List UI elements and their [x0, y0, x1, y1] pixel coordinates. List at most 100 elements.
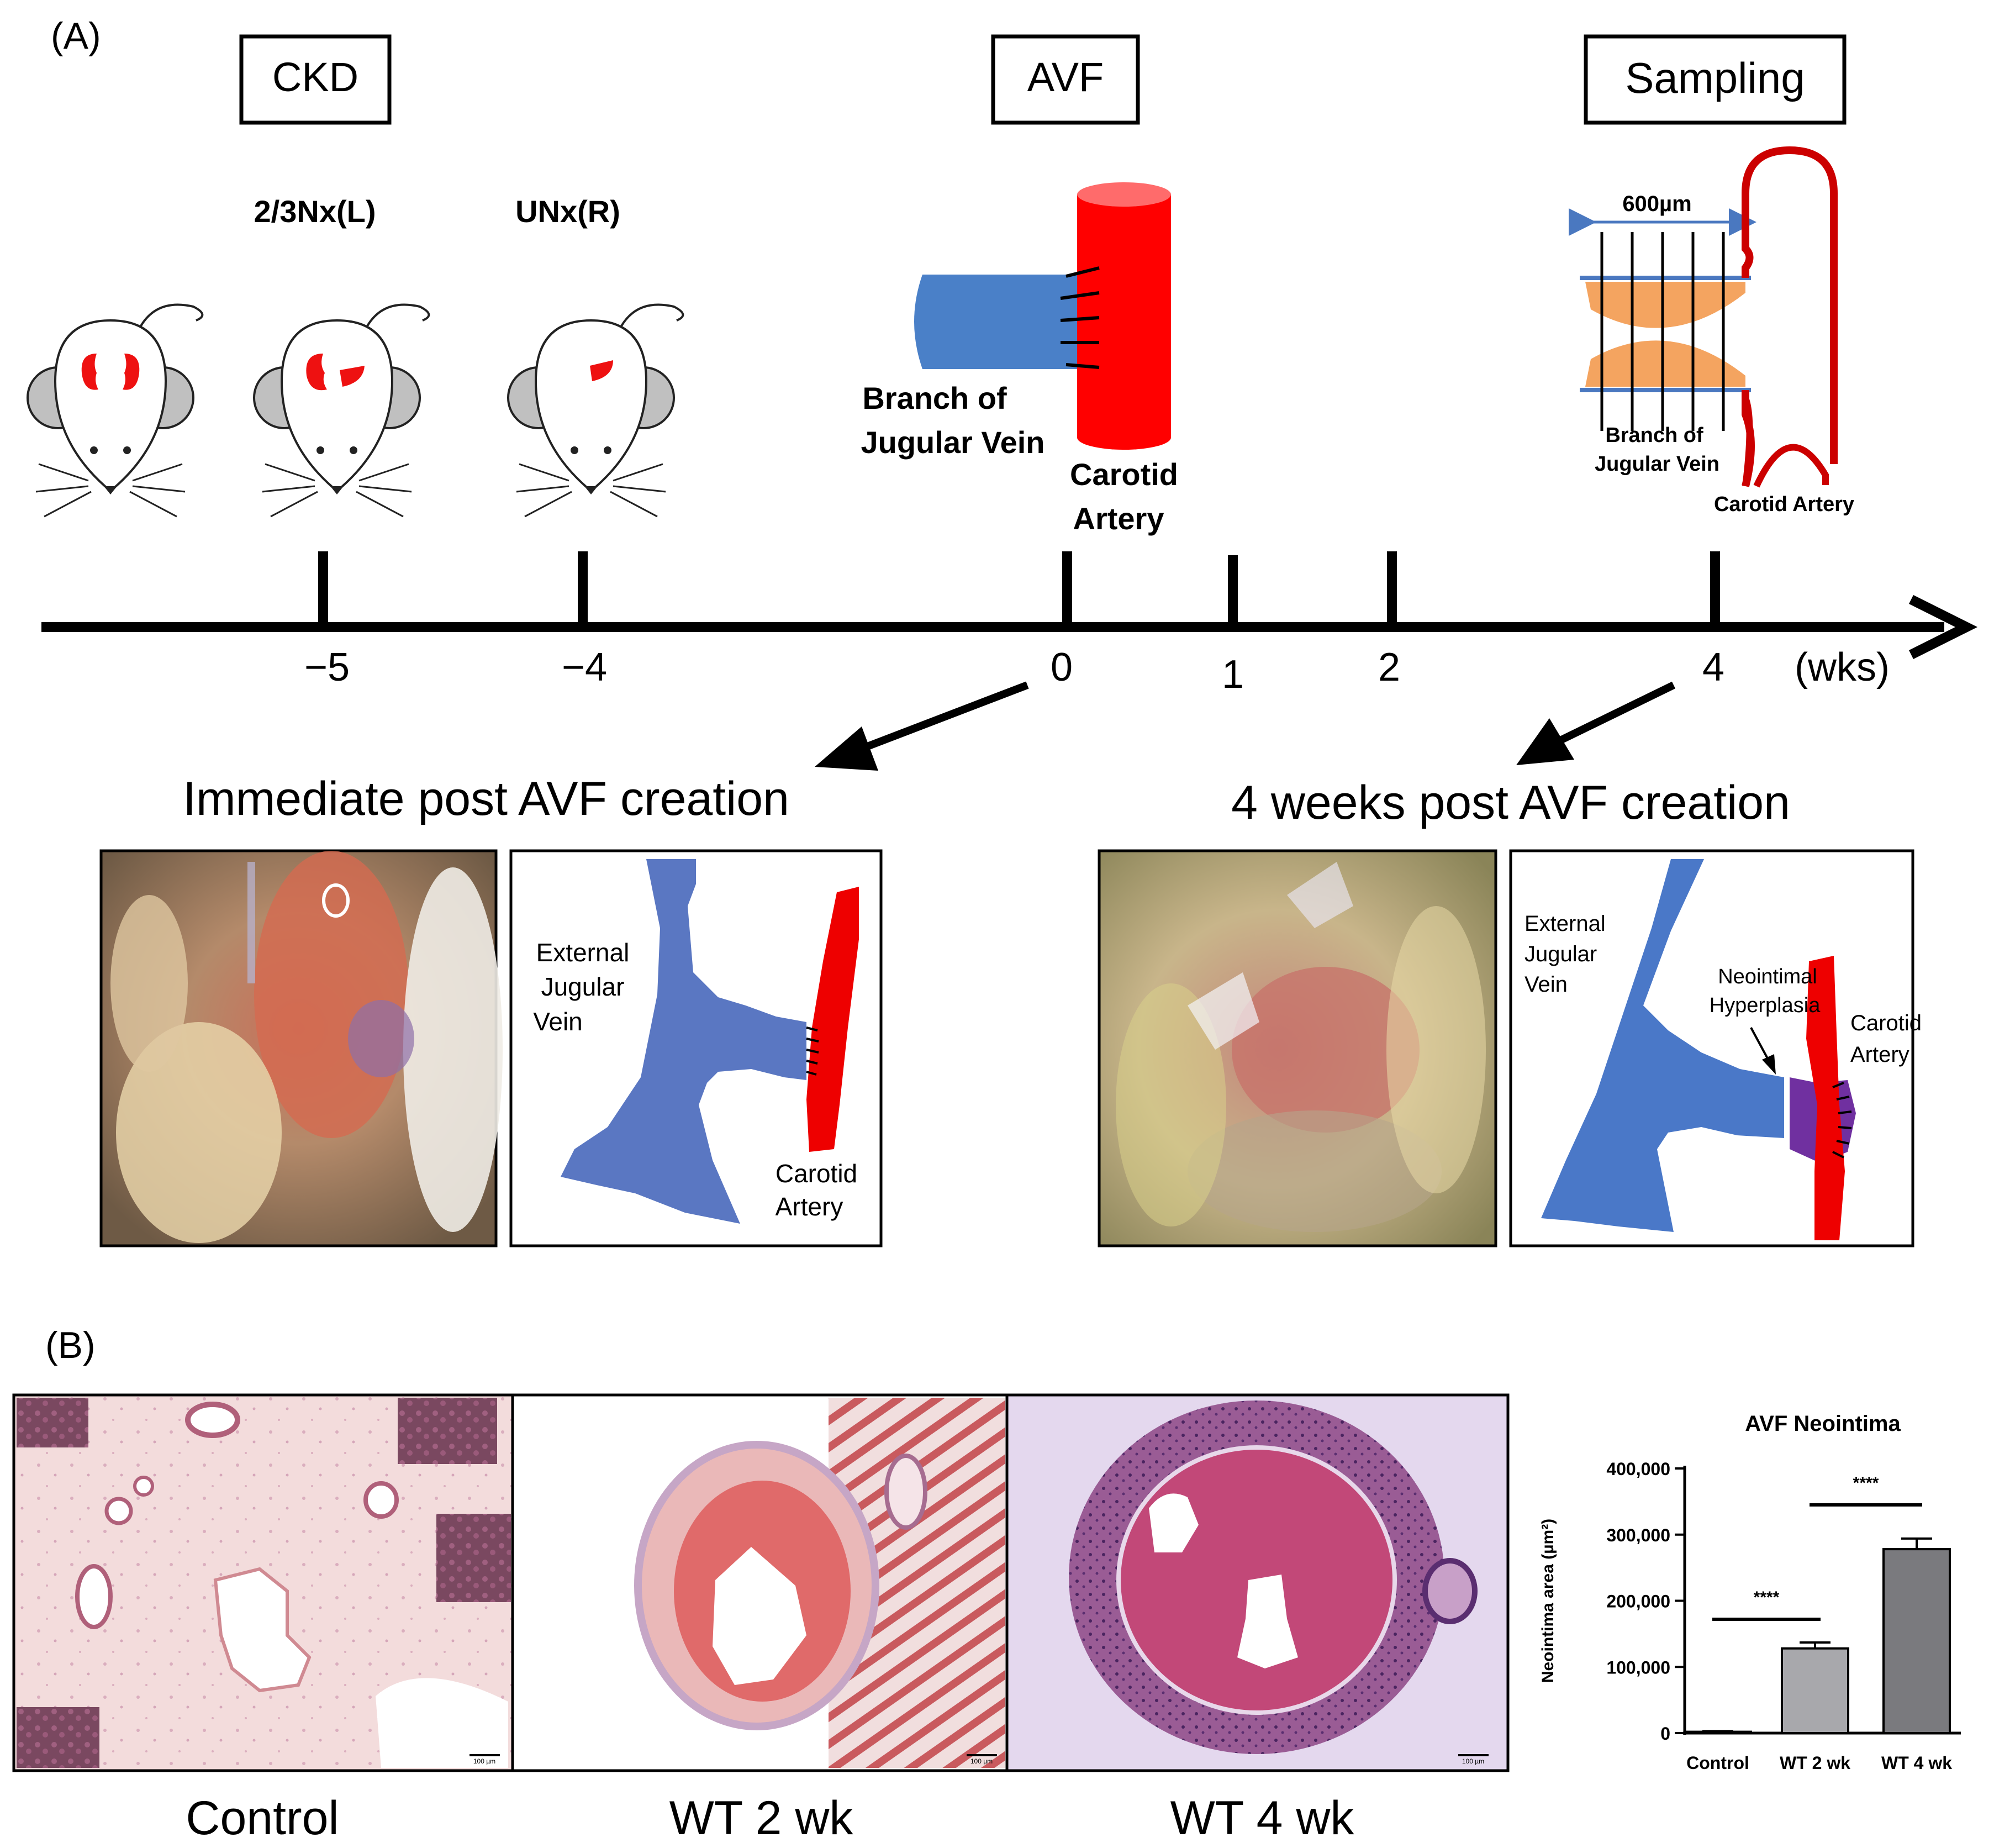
mouse-whisker [358, 485, 412, 493]
timeline-unit: (wks) [1795, 645, 1890, 689]
sampling-artery-label: Carotid Artery [1714, 493, 1854, 516]
bar-wt-4-wk [1882, 1548, 1951, 1734]
kidney-shape [306, 354, 327, 391]
mouse-whisker [44, 491, 92, 518]
mouse-body [280, 319, 394, 490]
ckd-box: CKD [239, 34, 392, 125]
significance-label: **** [1754, 1588, 1780, 1607]
y-tick-label: 400,000 [1606, 1459, 1670, 1479]
tick-minus-5: −5 [304, 645, 350, 689]
chart-title: AVF Neointima [1745, 1412, 1901, 1436]
mouse-nose [330, 486, 344, 494]
ejv-label-1: External [536, 938, 630, 967]
sampling-vein-label-1: Branch of [1605, 424, 1703, 447]
panel-b-label: (B) [45, 1324, 96, 1366]
ejv4-label-2: Jugular [1524, 942, 1597, 966]
pointer-arrow-4-weeks [1516, 681, 1676, 765]
tick-minus-4: −4 [562, 645, 607, 689]
ca-label-2: Artery [776, 1192, 843, 1221]
nx-label: 2/3Nx(L) [254, 194, 376, 229]
mouse-whisker [524, 491, 572, 518]
scale-bar-wt2: 100 µm [970, 1757, 993, 1765]
ejv-label-3: Vein [533, 1007, 583, 1036]
sampling-vein-label-2: Jugular Vein [1595, 452, 1719, 476]
schematic-immediate: External Jugular Vein Carotid Artery [509, 849, 883, 1247]
avf-artery-label-1: Carotid [1070, 457, 1178, 492]
mouse-eye-right [350, 446, 357, 454]
tick-0: 0 [1051, 645, 1073, 689]
avf-vein-label-2: Jugular Vein [861, 425, 1045, 460]
mouse-whisker [356, 491, 404, 518]
avf-box: AVF [991, 34, 1140, 125]
surgical-photo-4-weeks [1098, 849, 1497, 1247]
sampling-box: Sampling [1584, 34, 1847, 125]
anastomosis-sutures [1060, 266, 1100, 369]
external-jugular-vein-shape [561, 859, 806, 1224]
mouse-whisker [262, 485, 315, 493]
bar-wt-2-wk [1781, 1647, 1849, 1734]
mouse-nose [104, 486, 117, 494]
sampled-vein-upper [1585, 282, 1745, 328]
tick-4: 4 [1702, 645, 1724, 689]
mouse-icon-2-3-nephrectomy [253, 303, 430, 518]
mouse-icon-intact-kidneys [27, 303, 204, 518]
nih-label-2: Hyperplasia [1710, 994, 1821, 1017]
schematic-4-weeks: External Jugular Vein Neointimal Hyperpl… [1509, 849, 1922, 1247]
four-weeks-title: 4 weeks post AVF creation [1231, 776, 1790, 829]
ejv-label-2: Jugular [541, 972, 625, 1001]
mouse-whisker [132, 463, 183, 482]
avf-label: AVF [1027, 54, 1104, 100]
y-tick-label: 100,000 [1606, 1657, 1670, 1677]
sampled-vein-lower [1585, 340, 1745, 387]
significance-label: **** [1853, 1474, 1879, 1492]
mouse-whisker [613, 463, 663, 482]
y-tick-label: 200,000 [1606, 1592, 1670, 1612]
ca4-label-1: Carotid [1850, 1011, 1922, 1035]
mouse-eye-left [316, 446, 324, 454]
y-axis-label: Neointima area (µm²) [1539, 1519, 1557, 1683]
sampling-schematic: 600µm Branch of Jugular Vein Carotid Art… [1569, 146, 1854, 516]
sutures-immediate [806, 1026, 819, 1076]
mouse-whisker [35, 485, 89, 493]
ejv4-label-1: External [1524, 912, 1606, 936]
nih-label-1: Neointimal [1718, 965, 1817, 988]
mouse-tail [620, 303, 684, 327]
mouse-whisker [613, 485, 666, 493]
scale-bar-wt4: 100 µm [1462, 1757, 1484, 1765]
mouse-whisker [358, 463, 409, 482]
mouse-nose [584, 486, 598, 494]
sutures-4wk [1832, 1082, 1852, 1159]
mouse-body [534, 319, 648, 490]
mouse-icon-unilateral-nephrectomy [507, 303, 684, 518]
y-tick-label: 0 [1660, 1724, 1670, 1744]
mouse-whisker [270, 491, 318, 518]
y-tick-label: 300,000 [1606, 1525, 1670, 1545]
mouse-whisker [610, 491, 658, 518]
caption-control: Control [186, 1792, 339, 1845]
external-jugular-vein-shape-4wk [1541, 859, 1784, 1232]
avf-schematic: Branch of Jugular Vein Carotid Artery [861, 182, 1178, 536]
section-lines [1600, 232, 1725, 431]
ca-label-1: Carotid [776, 1159, 857, 1188]
mouse-whisker [132, 485, 186, 493]
mouse-tail [366, 303, 430, 327]
kidney-shape [590, 360, 613, 381]
caption-wt-4wk: WT 4 wk [1170, 1792, 1355, 1845]
kidney-shape [340, 366, 365, 387]
immediate-title: Immediate post AVF creation [183, 772, 789, 825]
mouse-whisker [516, 485, 569, 493]
pointer-arrow-immediate [815, 681, 1029, 771]
mouse-whisker [519, 463, 569, 482]
neointima-bar-chart: AVF Neointima 0 100,000 200,000 300,000 400,0… [1539, 1412, 1961, 1773]
mouse-eye-right [123, 446, 131, 454]
kidney-shape [123, 354, 140, 390]
mouse-body [54, 319, 167, 490]
mouse-whisker [38, 463, 89, 482]
mouse-whisker [265, 463, 315, 482]
mouse-eye-left [90, 446, 98, 454]
histology-wt-2wk: 100 µm [511, 1393, 1009, 1772]
panel-a-label: (A) [51, 15, 101, 57]
tick-2: 2 [1378, 645, 1400, 689]
caption-wt-2wk: WT 2 wk [669, 1792, 854, 1845]
